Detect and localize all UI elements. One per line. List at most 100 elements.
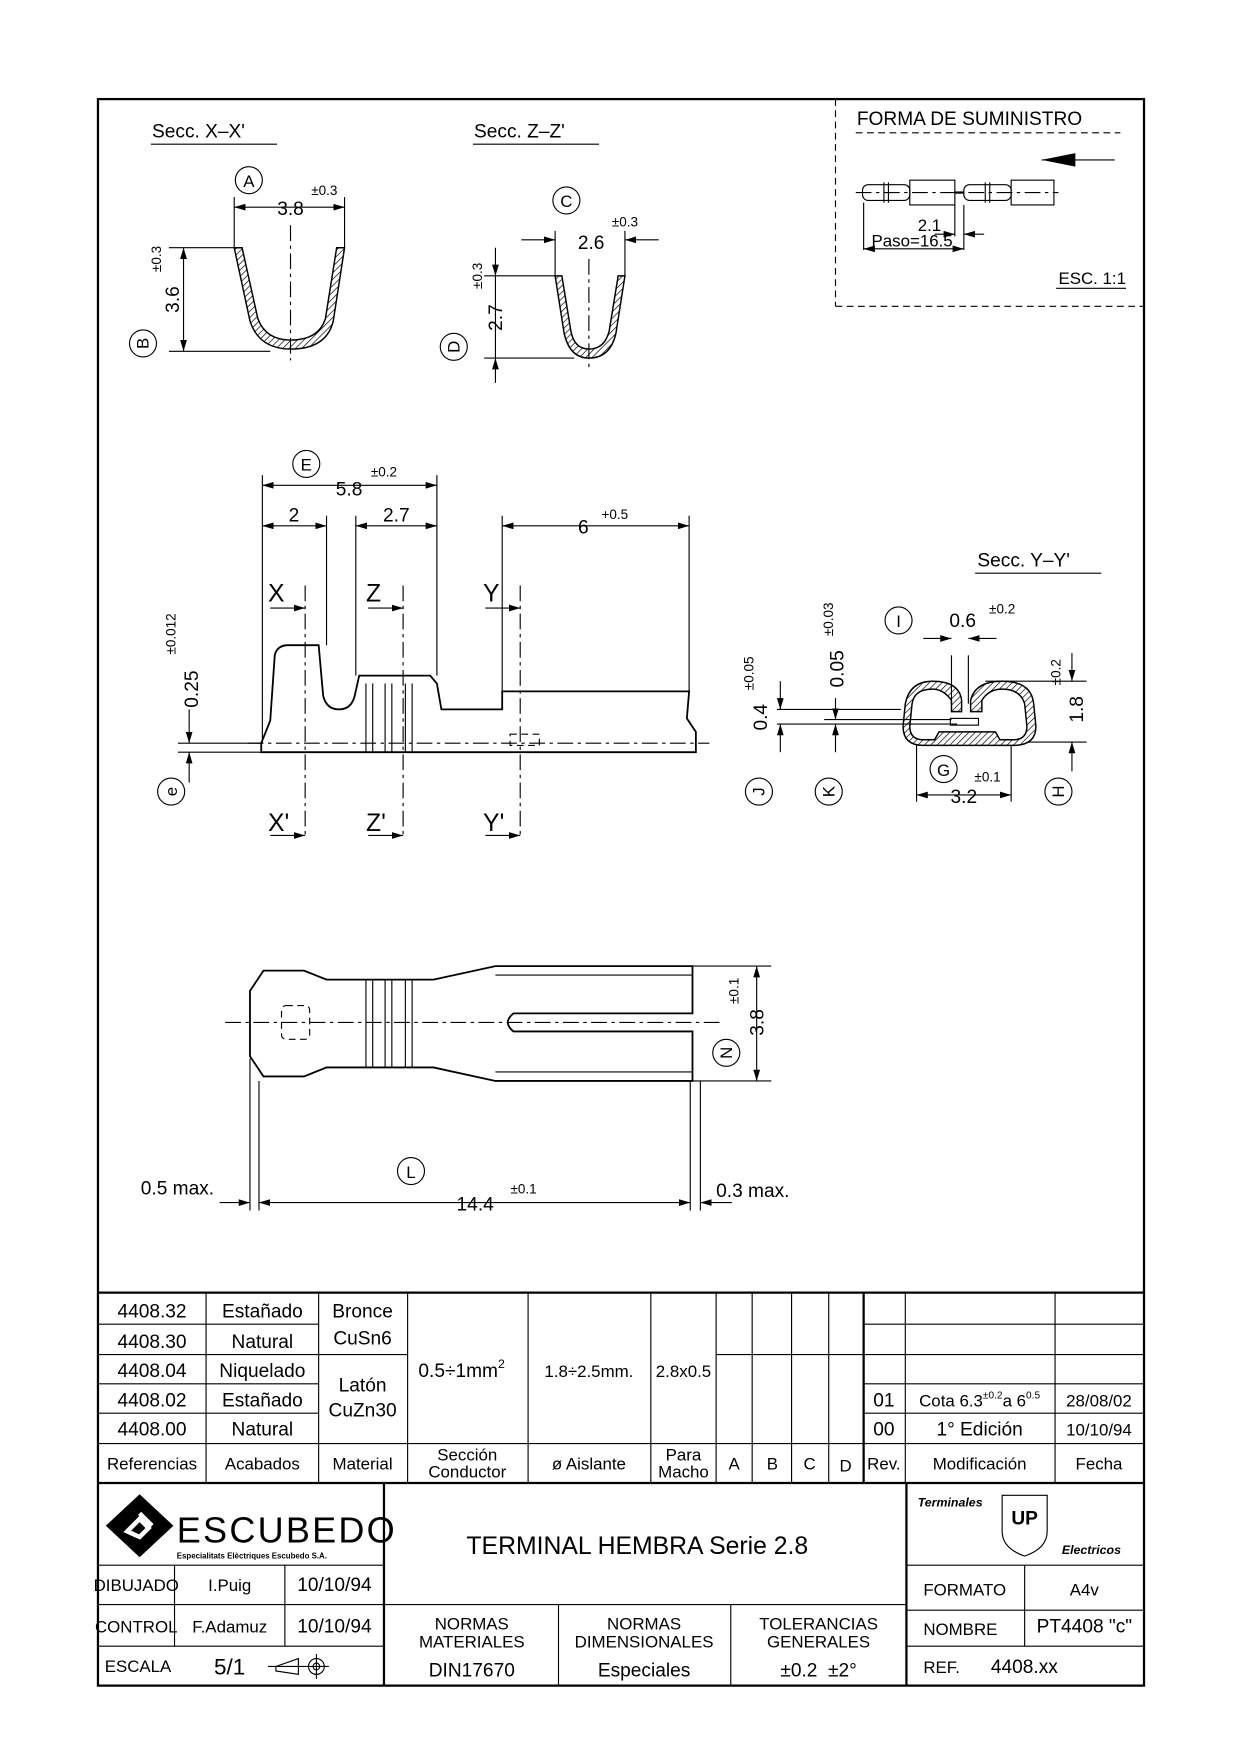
ref-cell: 4408.04 [117,1361,186,1382]
section-yy-view: Secc. Y–Y' 0.6 ±0.2 I 1.8 ±0.2 H 0.4 ±0.… [741,550,1102,808]
cut-label-z-prime: Z' [366,810,386,837]
dim-label-a [234,166,263,195]
control-date: 10/10/94 [297,1617,372,1638]
date-cell: 10/10/94 [1066,1421,1132,1440]
rev-cell: 01 [873,1390,894,1411]
cut-label-z: Z [366,580,381,607]
dim-n-tol: ±0.1 [727,978,742,1004]
material-code: CuSn6 [333,1328,391,1349]
dim-two-seven: 2.7 [383,505,410,526]
dim-label-b [128,329,158,358]
projection-symbol-icon [267,1654,329,1679]
dim-six: 6 [578,518,589,539]
header-rev: Rev. [867,1454,900,1473]
header-insulation: ø Aislante [552,1454,626,1473]
brand-top: Terminales [918,1496,983,1510]
ref-value: 4408.xx [991,1657,1058,1678]
dim-right-max: 0.3 max. [716,1181,789,1202]
section-zz-view: Secc. Z–Z' 2.6 ±0.3 C 2.7 ±0.3 D [439,121,659,383]
cut-label-y: Y [483,580,500,607]
dim-letter-b: B [134,338,153,349]
dim-a-value: 3.8 [277,199,304,220]
header-finishes: Acabados [225,1454,300,1473]
dim-i-value: 0.6 [949,611,976,632]
tolerances-label: TOLERANCIAS [759,1614,878,1633]
side-view: X X' Z Z' Y Y' E 5.8 ±0.2 2 2.7 6 +0.5 0… [157,449,710,839]
dim-label-h [1044,777,1073,806]
header-c: C [804,1454,816,1473]
brand-logo: Terminales UP Electricos [918,1494,1121,1557]
dim-a-tol: ±0.3 [311,183,337,198]
ref-cell: 4408.02 [117,1390,186,1411]
header-b: B [767,1454,778,1473]
dim-letter-k: K [819,785,838,797]
dim-g-value: 3.2 [951,787,978,808]
drawing-title: TERMINAL HEMBRA Serie 2.8 [466,1533,808,1560]
dim-g-tol: ±0.1 [974,769,1000,784]
dim-e-thickness-tol: ±0.012 [164,613,179,654]
up-shield-icon [1001,1494,1048,1557]
terminal-strip-icon [855,179,1059,206]
format-value: A4v [1070,1581,1100,1600]
dim-letter-a: A [243,172,255,191]
supply-pitch-dim: Paso=16.5 [872,232,953,251]
dim-h-value: 1.8 [1067,696,1088,723]
name-value: PT4408 "c" [1037,1617,1132,1638]
tolerances-label-2: GENERALES [767,1632,870,1651]
dim-e-tol: ±0.2 [371,464,397,479]
finish-cell: Niquelado [219,1361,305,1382]
dim-e-value: 5.8 [336,479,363,500]
supply-title: FORMA DE SUMINISTRO [857,109,1082,130]
dim-k-tol: ±0.03 [821,602,836,636]
brand-mark: UP [1011,1509,1038,1530]
dim-label-g [929,754,958,784]
dim-l-value: 14.4 [457,1194,495,1215]
title-block: ESCUBEDO Especialitats Elèctriques Escub… [94,1482,1145,1686]
finish-cell: Estañado [222,1301,303,1322]
supply-gap-dim: 2.1 [918,216,941,235]
name-label: NOMBRE [923,1620,997,1639]
table-row: 4408.32 Estañado [117,1301,302,1322]
dim-six-tol: +0.5 [601,507,628,522]
dim-label-e-upper [292,449,321,478]
norm-dimensions-value: Especiales [598,1661,691,1682]
dim-b-tol: ±0.3 [149,246,164,272]
ref-cell: 4408.00 [117,1420,186,1441]
norm-materials-label-2: MATERIALES [419,1632,525,1651]
material-name: Latón [339,1376,387,1397]
drawn-date: 10/10/94 [297,1575,372,1596]
dim-b-value: 3.6 [163,286,184,313]
insulation-diameter: 1.8÷2.5mm. [544,1362,633,1381]
header-a: A [729,1454,741,1473]
rev-cell: 00 [873,1420,894,1441]
header-date: Fecha [1076,1454,1124,1473]
dim-letter-h: H [1049,785,1068,797]
dim-c-tol: ±0.3 [612,214,638,229]
ref-cell: 4408.32 [117,1301,186,1322]
table-header: Referencias Acabados Material Sección Co… [107,1445,1123,1481]
format-label: FORMATO [923,1581,1006,1600]
dim-d-tol: ±0.3 [470,263,485,289]
dim-label-n [712,1038,741,1067]
dim-e-thickness-value: 0.25 [182,670,203,707]
top-view: 3.8 ±0.1 N L 14.4 ±0.1 0.5 max. 0.3 max. [141,965,789,1215]
dim-k-value: 0.05 [827,650,848,687]
dim-left-max: 0.5 max. [141,1179,214,1200]
cut-label-y-prime: Y' [483,810,504,837]
norm-dimensions-label: NORMAS [607,1614,681,1633]
company-name: ESCUBEDO [177,1510,397,1551]
section-zz-title: Secc. Z–Z' [474,121,565,142]
conductor-section: 0.5÷1mm2 [418,1357,505,1382]
drawn-by: I.Puig [208,1576,251,1595]
dim-l-tol: ±0.1 [510,1182,536,1197]
header-d: D [840,1457,852,1476]
mod-cell: 1° Edición [936,1420,1022,1441]
dim-n-value: 3.8 [747,1009,768,1036]
dim-letter-j: J [750,787,769,795]
dim-label-e-lower [157,777,186,806]
section-xx-view: Secc. X–X' A 3.8 ±0.3 3.6 ±0.3 B [128,121,346,361]
ref-label: REF. [923,1658,960,1677]
table-row: 4408.02 Estañado [117,1390,302,1411]
mod-cell: Cota 6.3±0.2a 60.5 [919,1390,1040,1410]
